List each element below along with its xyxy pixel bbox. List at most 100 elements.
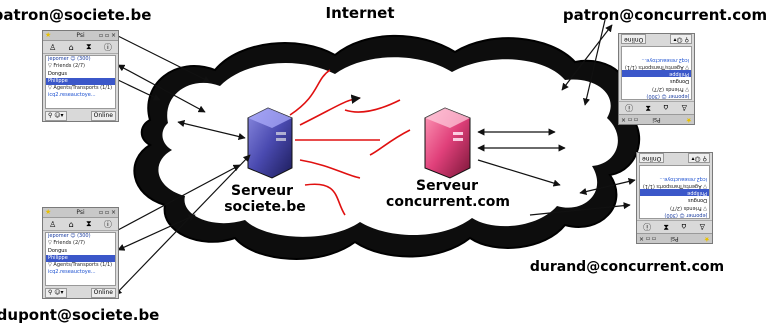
status-menu[interactable]: ⚲ ☺▾ — [45, 110, 67, 121]
client-titlebar: ★ Psi ▫ ▫ × — [43, 208, 118, 218]
arrow-dupont-3 — [117, 164, 241, 231]
user-icon[interactable]: ♙ — [680, 103, 688, 113]
info-icon[interactable]: ⓘ — [625, 103, 634, 113]
arrow-durand-1 — [579, 177, 636, 196]
transport-icon[interactable]: ⧗ — [85, 219, 92, 228]
server-link-4 — [299, 159, 361, 179]
user-durand-concurrent: durand@concurrent.com — [530, 259, 724, 275]
status-select[interactable]: Online — [639, 153, 665, 164]
status-select[interactable]: Online — [621, 34, 647, 45]
transport-icon[interactable]: ⧗ — [85, 42, 92, 51]
status-menu[interactable]: ⚲ ☺▾ — [670, 34, 692, 45]
client-titlebar: ★ Psi ▫ ▫ × — [637, 233, 712, 243]
user-dupont-societe: dupont@societe.be — [0, 306, 159, 324]
server-concurrent-label-2: concurrent.com — [386, 194, 510, 210]
home-icon[interactable]: ⌂ — [681, 222, 687, 232]
client-window-patron-concurrent: ★ Psi ▫ ▫ × ♙ ⌂ ⧗ ⓘ jepomer ☺ (300)▽ Fri… — [618, 33, 695, 125]
contact-item[interactable]: icq2.reseauctoye... — [659, 175, 707, 182]
client-statusbar: ⚲ ☺▾ Online — [619, 34, 694, 45]
client-statusbar: ⚲ ☺▾ Online — [43, 110, 118, 121]
contact-item[interactable]: icq2.reseauctoye... — [48, 269, 96, 276]
client-statusbar: ⚲ ☺▾ Online — [637, 153, 712, 164]
contact-item[interactable]: Philippe — [622, 69, 691, 78]
client-titlebar: ★ Psi ▫ ▫ × — [43, 31, 118, 41]
home-icon[interactable]: ⌂ — [663, 103, 669, 113]
internet-title: Internet — [325, 4, 394, 22]
home-icon[interactable]: ⌂ — [68, 219, 74, 229]
contact-item[interactable]: ▽ Friends (2/7) — [652, 85, 689, 92]
user-patron-concurrent: patron@concurrent.com — [563, 6, 767, 24]
client-toolbar: ♙ ⌂ ⧗ ⓘ — [43, 41, 118, 54]
client-statusbar: ⚲ ☺▾ Online — [43, 287, 118, 298]
contact-item[interactable]: ▽ Friends (2/7) — [48, 63, 85, 70]
client-window-dupont-societe: ★ Psi ▫ ▫ × ♙ ⌂ ⧗ ⓘ jepomer ☺ (300)▽ Fri… — [42, 207, 119, 299]
status-menu[interactable]: ⚲ ☺▾ — [45, 287, 67, 298]
server-societe-label-1: Serveur — [231, 183, 293, 199]
star-icon: ★ — [45, 31, 52, 39]
client-toolbar: ♙ ⌂ ⧗ ⓘ — [619, 101, 694, 114]
contact-item[interactable]: Philippe — [640, 188, 709, 197]
window-buttons[interactable]: ▫ ▫ × — [99, 209, 116, 216]
arrow-patron-concurrent-2 — [582, 19, 606, 106]
user-patron-societe: patron@societe.be — [0, 6, 151, 24]
contact-item[interactable]: ▽ Agents/Transports (1/1) — [624, 63, 689, 70]
arrow-dupont-2 — [117, 214, 196, 251]
contact-item[interactable]: Dongus — [687, 197, 707, 204]
contact-item[interactable]: ▽ Agents/Transports (1/1) — [48, 262, 113, 269]
client-title: Psi — [652, 116, 661, 123]
window-buttons[interactable]: ▫ ▫ × — [621, 116, 638, 123]
contact-item[interactable]: Dongus — [669, 78, 689, 85]
contact-item[interactable]: jepomer ☺ (300) — [646, 93, 689, 99]
client-title: Psi — [76, 209, 85, 216]
contact-item[interactable]: jepomer ☺ (300) — [664, 212, 707, 218]
user-icon[interactable]: ♙ — [698, 222, 706, 232]
contact-item[interactable]: icq2.reseauctoye... — [48, 92, 96, 99]
server-societe-label-2: societe.be — [224, 199, 306, 215]
contact-item[interactable]: ▽ Friends (2/7) — [48, 240, 85, 247]
contact-item[interactable]: ▽ Agents/Transports (1/1) — [642, 182, 707, 189]
contact-item[interactable]: jepomer ☺ (300) — [48, 233, 91, 239]
user-icon[interactable]: ♙ — [49, 42, 57, 52]
info-icon[interactable]: ⓘ — [103, 42, 112, 52]
transport-icon[interactable]: ⧗ — [663, 223, 670, 232]
arrow-server-a-up — [177, 120, 246, 140]
info-icon[interactable]: ⓘ — [643, 222, 652, 232]
star-icon: ★ — [703, 235, 710, 243]
status-menu[interactable]: ⚲ ☺▾ — [688, 153, 710, 164]
server-concurrent-label-1: Serveur — [416, 178, 478, 194]
contact-item[interactable]: Philippe — [46, 254, 115, 263]
server-societe-icon — [247, 107, 293, 179]
user-icon[interactable]: ♙ — [49, 219, 57, 229]
contact-item[interactable]: Dongus — [48, 247, 68, 254]
contact-item[interactable]: ▽ Friends (2/7) — [670, 204, 707, 211]
info-icon[interactable]: ⓘ — [103, 219, 112, 229]
server-link-1 — [289, 69, 331, 116]
window-buttons[interactable]: ▫ ▫ × — [639, 235, 656, 242]
arrow-durand-2 — [529, 202, 631, 216]
server-link-7 — [369, 129, 411, 156]
arrow-patron-societe-2 — [117, 64, 206, 113]
contact-item[interactable]: Dongus — [48, 70, 68, 77]
contact-item[interactable]: Philippe — [46, 77, 115, 86]
status-select[interactable]: Online — [90, 110, 116, 121]
home-icon[interactable]: ⌂ — [68, 42, 74, 52]
contact-item[interactable]: icq2.reseauctoye... — [641, 56, 689, 63]
client-title: Psi — [670, 235, 679, 242]
window-buttons[interactable]: ▫ ▫ × — [99, 32, 116, 39]
client-window-durand-concurrent: ★ Psi ▫ ▫ × ♙ ⌂ ⧗ ⓘ jepomer ☺ (300)▽ Fri… — [636, 152, 713, 244]
star-icon: ★ — [685, 116, 692, 124]
status-select[interactable]: Online — [90, 287, 116, 298]
client-toolbar: ♙ ⌂ ⧗ ⓘ — [43, 218, 118, 231]
server-link-5 — [304, 183, 346, 216]
contact-item[interactable]: ▽ Agents/Transports (1/1) — [48, 85, 113, 92]
contact-item[interactable]: jepomer ☺ (300) — [48, 56, 91, 62]
arrow-patron-societe-1 — [109, 31, 211, 83]
server-link-2 — [299, 94, 361, 126]
transport-icon[interactable]: ⧗ — [645, 104, 652, 113]
